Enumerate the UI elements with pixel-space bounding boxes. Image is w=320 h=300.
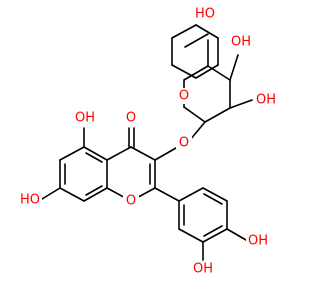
atom-ho-top: HO [195, 7, 215, 22]
b-ring [154, 187, 247, 261]
bond [154, 187, 180, 202]
bond [178, 228, 204, 243]
bond [130, 146, 156, 161]
bond [83, 146, 108, 161]
bond [202, 187, 228, 202]
atom-ho-c7: HO [20, 193, 40, 208]
sugar-substituents [183, 39, 253, 123]
bond [154, 147, 177, 161]
bond [183, 106, 206, 123]
bond [203, 193, 223, 205]
bond [229, 99, 253, 109]
bond [226, 228, 247, 241]
bond [204, 107, 231, 123]
bond [171, 64, 197, 79]
atom-o-ring-sugar: O [179, 89, 189, 104]
sugar-ring [171, 24, 219, 79]
bond [184, 33, 209, 48]
bond [83, 187, 108, 202]
molecule-structure-diagram: HO OH OH O O O OH HO O OH OH [18, 6, 278, 277]
sugar-skeleton [184, 33, 209, 48]
chromone-core [41, 121, 206, 202]
bond [85, 185, 103, 196]
bond [178, 187, 204, 202]
bond [106, 146, 132, 161]
atom-oh-sugar-bottom: OH [256, 93, 276, 108]
bond [229, 54, 239, 81]
bond [59, 187, 85, 202]
atom-oh-c5: OH [75, 111, 95, 126]
atom-o-carbonyl: O [126, 111, 136, 126]
bond [183, 65, 209, 81]
bond [203, 225, 223, 237]
bond [189, 121, 206, 141]
atom-oh-sugar-right: OH [231, 35, 251, 50]
atom-labels: HO OH OH O O O OH HO O OH OH [18, 6, 278, 277]
bond [195, 64, 219, 79]
atom-oh-catechol-4: OH [248, 234, 268, 249]
atom-oh-catechol-3: OH [193, 262, 213, 277]
bond [59, 146, 85, 161]
bond [195, 24, 219, 39]
bond [202, 228, 228, 243]
bond [207, 65, 231, 81]
atom-o-glycosidic: O [179, 136, 189, 151]
bond [171, 24, 197, 39]
bond [85, 152, 103, 163]
atom-o-ring-chromone: O [126, 194, 136, 209]
bond [41, 187, 61, 200]
